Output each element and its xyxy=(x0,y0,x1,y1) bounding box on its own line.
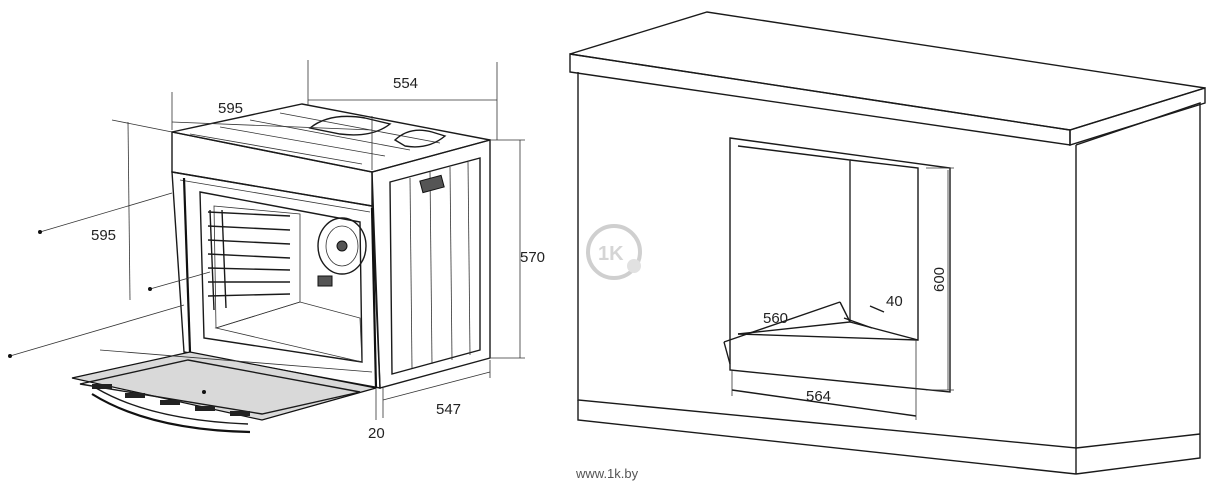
dim-595-top: 595 xyxy=(218,100,243,117)
dim-564: 564 xyxy=(806,388,831,405)
dim-595-left: 595 xyxy=(91,227,116,244)
oven-front-frame xyxy=(171,171,381,389)
cabinet-countertop xyxy=(569,11,1206,146)
oven-drawing: 554 595 595 570 547 20 xyxy=(8,60,545,442)
dim-547: 547 xyxy=(436,401,461,418)
dim-560: 560 xyxy=(763,310,788,327)
oven-top-panel xyxy=(171,103,491,207)
niche-dimension-lines xyxy=(723,167,954,420)
oven-dimension-labels: 554 595 595 570 547 20 xyxy=(91,75,545,442)
niche-drawing: 600 560 40 564 xyxy=(569,11,1206,475)
niche-opening xyxy=(729,137,951,393)
dim-554: 554 xyxy=(393,75,418,92)
rack-rails xyxy=(207,209,291,311)
cabinet-body xyxy=(577,72,1201,475)
watermark-url: www.1k.by xyxy=(575,466,639,481)
oven-side-panel xyxy=(371,139,491,389)
dim-40: 40 xyxy=(886,293,903,310)
fan-icon xyxy=(317,217,367,287)
watermark-logo-icon: 1K xyxy=(586,224,642,280)
niche-dimension-labels: 600 560 40 564 xyxy=(763,267,948,405)
oven-dimension-lines xyxy=(8,60,525,420)
watermark-logo-text: 1K xyxy=(598,243,624,265)
dim-570: 570 xyxy=(520,249,545,266)
oven-door xyxy=(71,351,377,434)
dim-20: 20 xyxy=(368,425,385,442)
oven-cavity xyxy=(199,191,367,363)
dim-600: 600 xyxy=(931,267,948,292)
